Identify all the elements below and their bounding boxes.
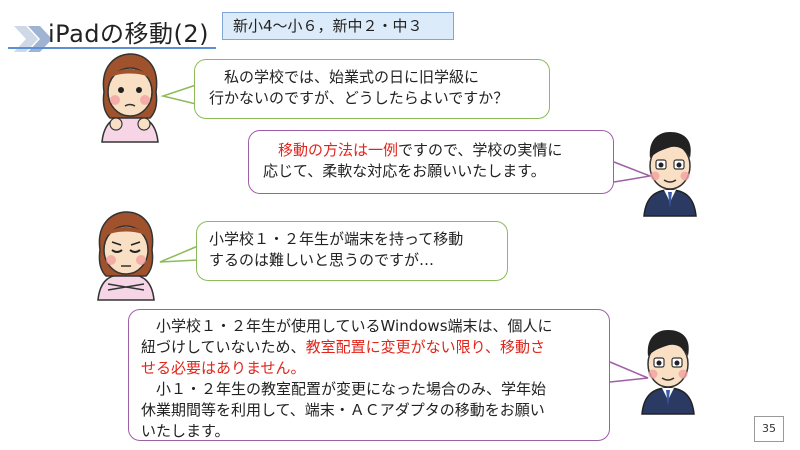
answer-2-line-5: 休業期間等を利用して、端末・ＡＣアダプタの移動をお願い (141, 401, 545, 419)
page-title: iPadの移動(2) (48, 20, 209, 48)
woman-thinking-icon (97, 211, 155, 301)
teacher-man-icon (641, 330, 695, 415)
answer-2-line-6: いたします。 (141, 422, 230, 440)
question-bubble-1: 私の学校では、始業式の日に旧学級に 行かないのですが、どうしたらよいですか？ (194, 59, 550, 119)
speech-tail (159, 245, 199, 263)
speech-tail (609, 361, 649, 383)
answer-bubble-1: 移動の方法は一例ですので、学校の実情に 応じて、柔軟な対応をお願いいたします。 (248, 130, 614, 194)
answer-2-emphasis: 教室配置に変更がない限り、移動さ (305, 338, 545, 356)
page-number: 35 (754, 416, 784, 442)
answer-2-line-1: 小学校１・２年生が使用しているWindows端末は、個人に (141, 317, 553, 335)
grade-badge: 新小4～小６，新中２・中３ (222, 12, 454, 40)
answer-1-indent (263, 141, 278, 159)
answer-2-line-3: せる必要はありません。 (141, 359, 306, 377)
answer-2-line-2: 紐づけしていないため、教室配置に変更がない限り、移動さ (141, 337, 609, 358)
title-underline (8, 47, 216, 49)
speech-tail (160, 84, 197, 105)
answer-1-emphasis: 移動の方法は一例 (278, 141, 399, 159)
question-1-line-1: 私の学校では、始業式の日に旧学級に (209, 68, 480, 86)
answer-2-line-2-start: 紐づけしていないため、 (141, 338, 306, 356)
answer-1-line-1-rest: ですので、学校の実情に (398, 141, 563, 159)
woman-wondering-icon (101, 53, 159, 143)
question-bubble-2: 小学校１・２年生が端末を持って移動 するのは難しいと思うのですが… (196, 221, 508, 281)
question-2-line-2: するのは難しいと思うのですが… (209, 251, 435, 269)
speech-tail (613, 161, 653, 183)
answer-1-line-2: 応じて、柔軟な対応をお願いいたします。 (263, 162, 546, 180)
chevron-right-icon (14, 26, 52, 52)
answer-1-line-1: 移動の方法は一例ですので、学校の実情に (263, 140, 613, 161)
answer-bubble-2: 小学校１・２年生が使用しているWindows端末は、個人に 紐づけしていないため… (128, 309, 610, 441)
question-2-line-1: 小学校１・２年生が端末を持って移動 (209, 230, 464, 248)
answer-2-line-4: 小１・２年生の教室配置が変更になった場合のみ、学年始 (141, 380, 547, 398)
teacher-man-icon (643, 132, 697, 217)
question-1-line-2: 行かないのですが、どうしたらよいですか？ (209, 89, 509, 107)
